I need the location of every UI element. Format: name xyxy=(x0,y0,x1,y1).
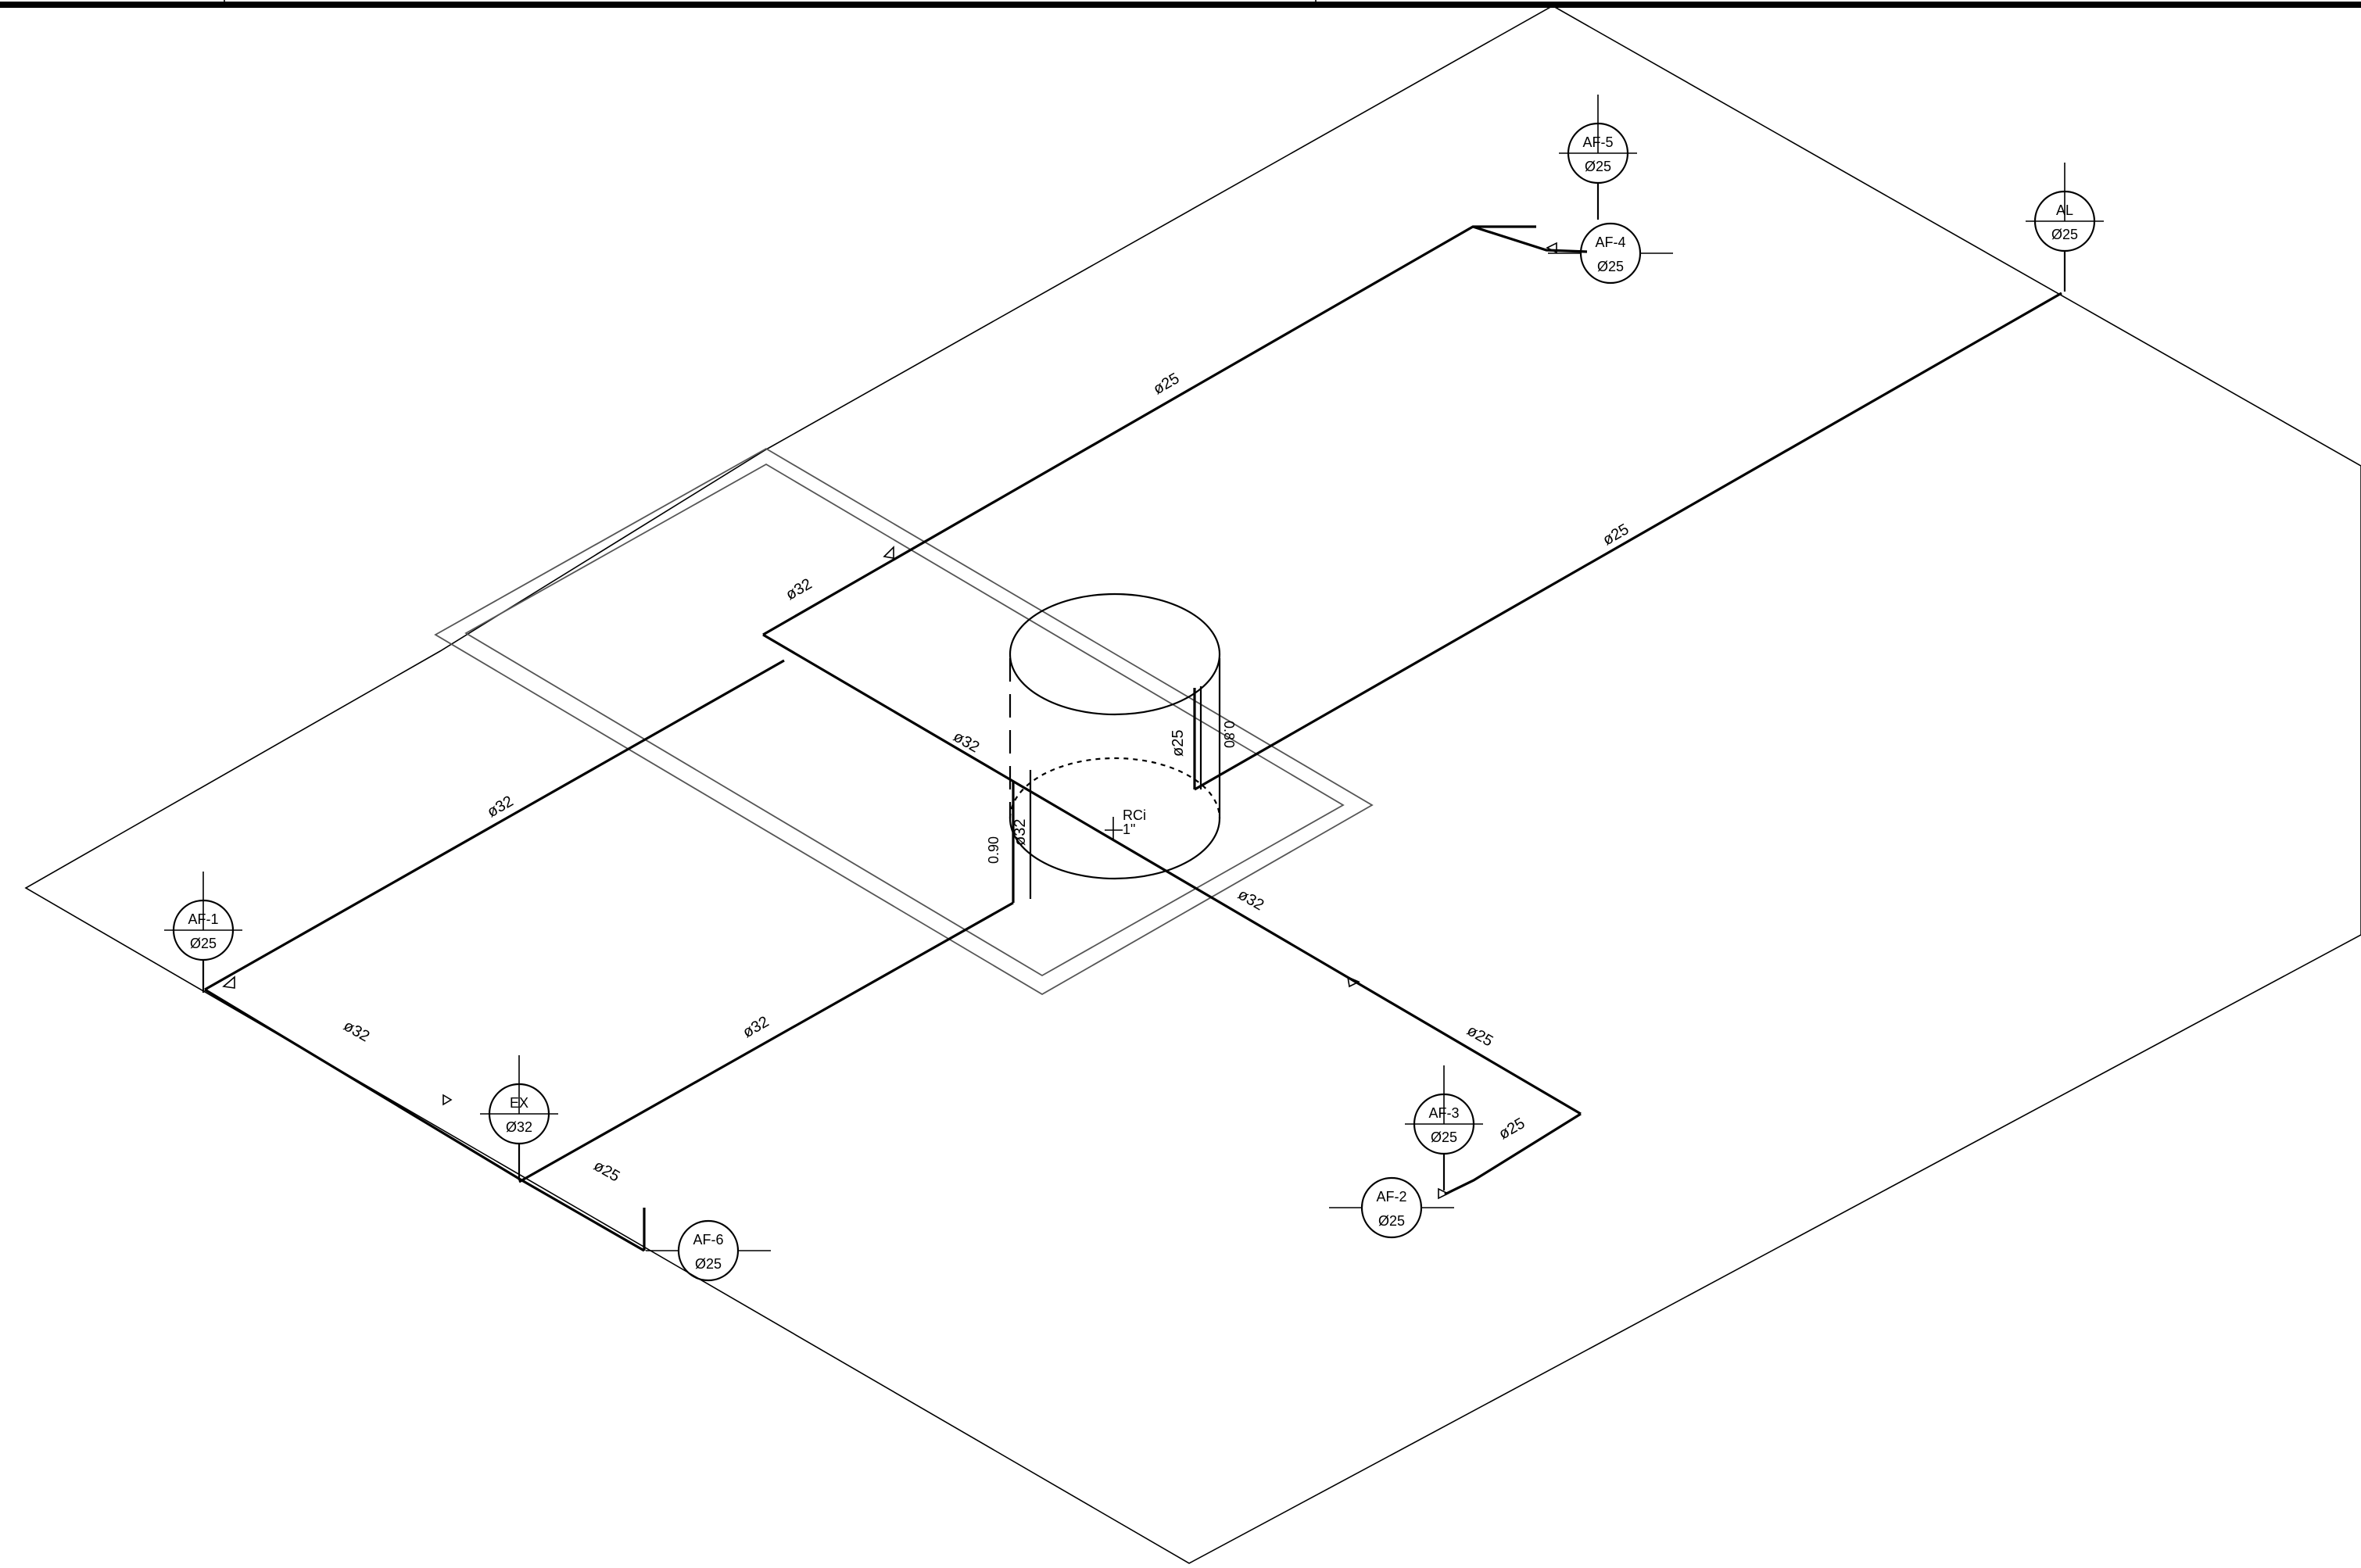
pipe-label-ex-32: ø32 xyxy=(740,1013,772,1041)
tank-label: RCi 1" xyxy=(1105,807,1146,840)
pipe-arrows xyxy=(222,242,1557,1200)
tank-label-size: 1" xyxy=(1123,822,1135,837)
fixture-diameter: Ø25 xyxy=(190,936,217,951)
floor-plane-outline xyxy=(24,5,2361,1564)
fixture-tag-af3: AF-3 Ø25 xyxy=(1405,1065,1483,1190)
fixture-code: AF-2 xyxy=(1376,1189,1406,1205)
pipe-label-riser-25: ø25 xyxy=(1170,730,1187,757)
height-labels: 0.90 0.80 xyxy=(986,721,1237,864)
tank-cylinder xyxy=(1009,592,1221,880)
tank-label-name: RCi xyxy=(1123,807,1146,823)
pipe-label-al-25: ø25 xyxy=(1600,521,1632,549)
fixture-tag-af5: AF-5 Ø25 xyxy=(1559,95,1637,220)
fixture-diameter: Ø25 xyxy=(2051,227,2078,242)
fixture-diameter: Ø25 xyxy=(1431,1129,1457,1145)
height-left: 0.90 xyxy=(986,836,1001,864)
fixture-code: EX xyxy=(510,1095,528,1111)
pipe-label-right-32: ø32 xyxy=(1235,886,1267,914)
fixture-tag-al: AL Ø25 xyxy=(2026,163,2104,292)
pipe-size-labels: ø25 ø25 ø32 ø32 ø32 ø32 ø25 ø25 ø32 ø32 … xyxy=(341,370,1632,1186)
fixture-code: AL xyxy=(2056,202,2073,218)
pipe-label-bl-32: ø32 xyxy=(341,1017,373,1045)
fixture-code: AF-6 xyxy=(693,1232,723,1248)
fixture-diameter: Ø32 xyxy=(506,1119,532,1135)
fixture-diameter: Ø25 xyxy=(1597,259,1624,274)
fixture-tag-af6: AF-6 Ø25 xyxy=(646,1219,771,1282)
fixture-code: AF-4 xyxy=(1595,234,1625,250)
fixture-diameter: Ø25 xyxy=(695,1256,722,1272)
title-block-border xyxy=(0,0,2361,8)
pipe-label-mid-32: ø32 xyxy=(951,728,983,756)
fixture-code: AF-5 xyxy=(1582,134,1613,150)
pipe-label-top-25: ø25 xyxy=(1151,370,1183,398)
fixture-tag-ex: EX Ø32 xyxy=(480,1055,558,1180)
height-right: 0.80 xyxy=(1221,721,1237,748)
fixture-code: AF-3 xyxy=(1428,1105,1459,1121)
pipe-label-af3-25: ø25 xyxy=(1496,1115,1528,1143)
pipe-label-af6-25: ø25 xyxy=(591,1157,623,1185)
slab-outline xyxy=(434,447,1374,996)
fixture-diameter: Ø25 xyxy=(1378,1213,1405,1229)
fixture-code: AF-1 xyxy=(188,911,218,927)
pipe-label-top-32: ø32 xyxy=(783,575,815,603)
fixture-tag-af1: AF-1 Ø25 xyxy=(164,872,242,993)
fixture-tag-af4: AF-4 Ø25 xyxy=(1548,222,1673,285)
fixture-diameter: Ø25 xyxy=(1585,159,1611,174)
pipe-network xyxy=(204,225,2062,1252)
pipe-label-right-25: ø25 xyxy=(1464,1022,1496,1050)
pipe-label-riser-32: ø32 xyxy=(1012,819,1029,846)
fixture-tag-af2: AF-2 Ø25 xyxy=(1329,1176,1454,1239)
